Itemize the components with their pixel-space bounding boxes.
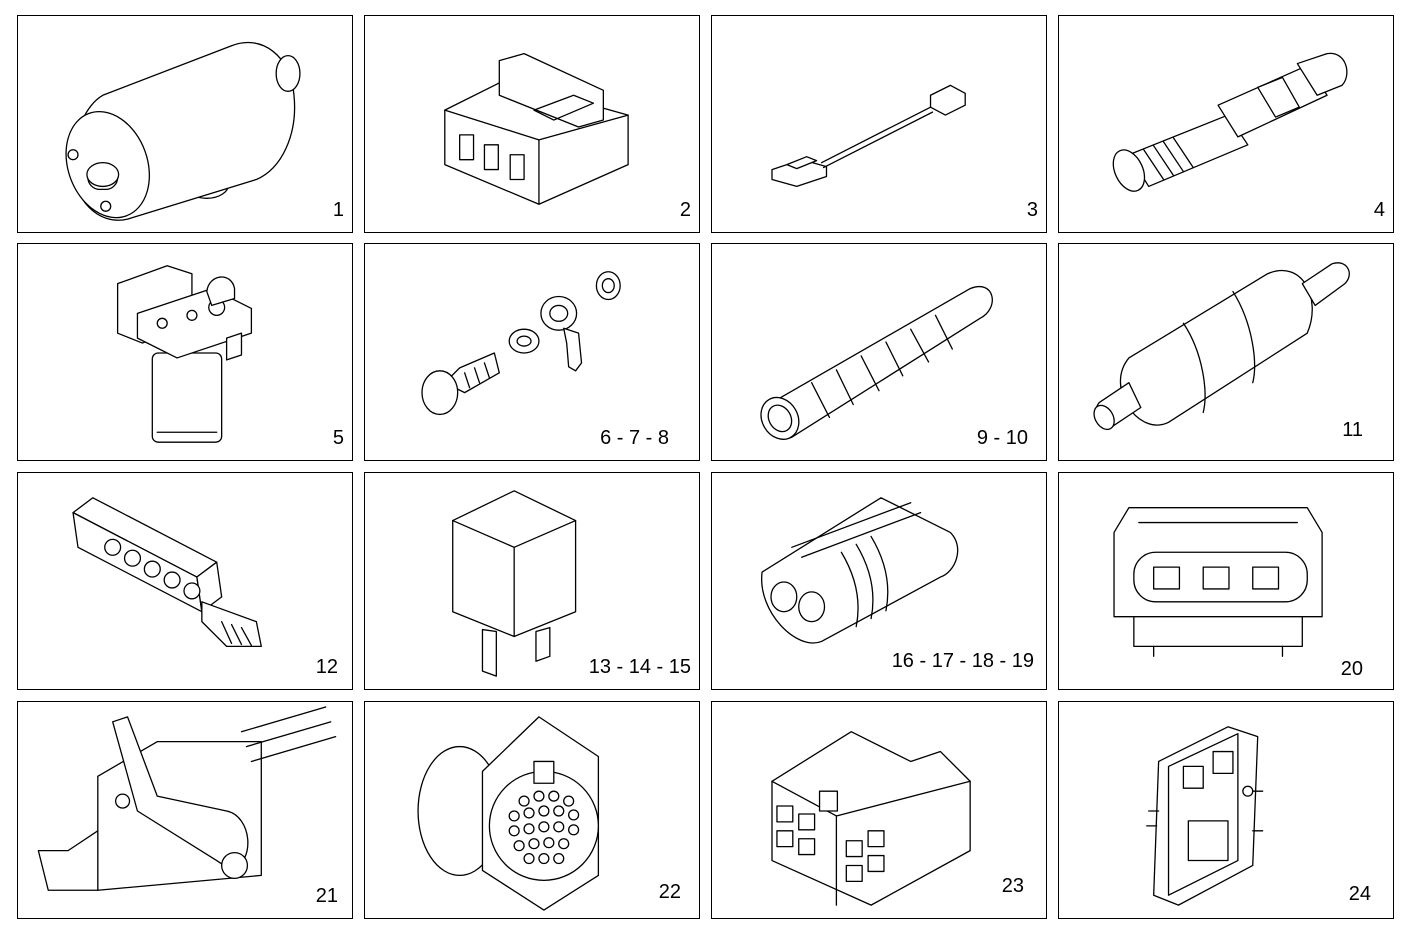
fuel-filter-canister-icon bbox=[18, 16, 352, 232]
part-cell-13[interactable]: 21 bbox=[17, 701, 353, 919]
threaded-sensor-icon bbox=[1059, 16, 1393, 232]
part-cell-15[interactable]: 23 bbox=[711, 701, 1047, 919]
control-unit-icon bbox=[1059, 702, 1393, 918]
part-cell-8[interactable]: 11 bbox=[1058, 243, 1394, 461]
part-number-label: 4 bbox=[1373, 199, 1385, 221]
part-number-label: 5 bbox=[332, 427, 344, 449]
part-number-label: 20 bbox=[1340, 658, 1363, 680]
part-number-label: 23 bbox=[1001, 875, 1024, 897]
part-cell-11[interactable]: 16 - 17 - 18 - 19 bbox=[711, 472, 1047, 690]
part-cell-14[interactable]: 22 bbox=[364, 701, 700, 919]
part-number-label: 9 - 10 bbox=[976, 427, 1028, 449]
part-number-label: 13 - 14 - 15 bbox=[588, 656, 691, 678]
socket-pins bbox=[509, 791, 578, 863]
three-pin-connector-icon bbox=[1059, 473, 1393, 689]
part-number-label: 12 bbox=[315, 656, 338, 678]
part-number-label: 2 bbox=[679, 199, 691, 221]
connector-lever-icon bbox=[18, 702, 352, 918]
part-cell-5[interactable]: 5 bbox=[17, 243, 353, 461]
banjo-bolt-washers-icon bbox=[365, 244, 699, 460]
box-connector-icon bbox=[712, 702, 1046, 918]
inline-fuel-filter-icon bbox=[1059, 244, 1393, 460]
round-socket-icon bbox=[365, 702, 699, 918]
part-cell-9[interactable]: 12 bbox=[17, 472, 353, 690]
part-cell-1[interactable]: 1 bbox=[17, 15, 353, 233]
sealed-connector-icon bbox=[712, 473, 1046, 689]
wire-sensor-icon bbox=[712, 16, 1046, 232]
part-number-label: 11 bbox=[1342, 419, 1363, 441]
part-cell-10[interactable]: 13 - 14 - 15 bbox=[364, 472, 700, 690]
connector-housing-icon bbox=[365, 16, 699, 232]
part-cell-6[interactable]: 6 - 7 - 8 bbox=[364, 243, 700, 461]
corrugated-hose-icon bbox=[712, 244, 1046, 460]
part-cell-3[interactable]: 3 bbox=[711, 15, 1047, 233]
part-cell-12[interactable]: 20 bbox=[1058, 472, 1394, 690]
part-number-label: 1 bbox=[332, 199, 344, 221]
part-cell-16[interactable]: 24 bbox=[1058, 701, 1394, 919]
part-number-label: 6 - 7 - 8 bbox=[600, 427, 669, 449]
part-cell-4[interactable]: 4 bbox=[1058, 15, 1394, 233]
fuel-filter-bracket-icon bbox=[18, 244, 352, 460]
part-number-label: 24 bbox=[1348, 883, 1371, 905]
part-number-label: 3 bbox=[1026, 199, 1038, 221]
part-number-label: 22 bbox=[658, 881, 681, 903]
part-cell-2[interactable]: 2 bbox=[364, 15, 700, 233]
part-cell-7[interactable]: 9 - 10 bbox=[711, 243, 1047, 461]
part-number-label: 16 - 17 - 18 - 19 bbox=[891, 650, 1034, 672]
relay-icon bbox=[365, 473, 699, 689]
multi-pin-connector-icon bbox=[18, 473, 352, 689]
part-number-label: 21 bbox=[315, 885, 338, 907]
